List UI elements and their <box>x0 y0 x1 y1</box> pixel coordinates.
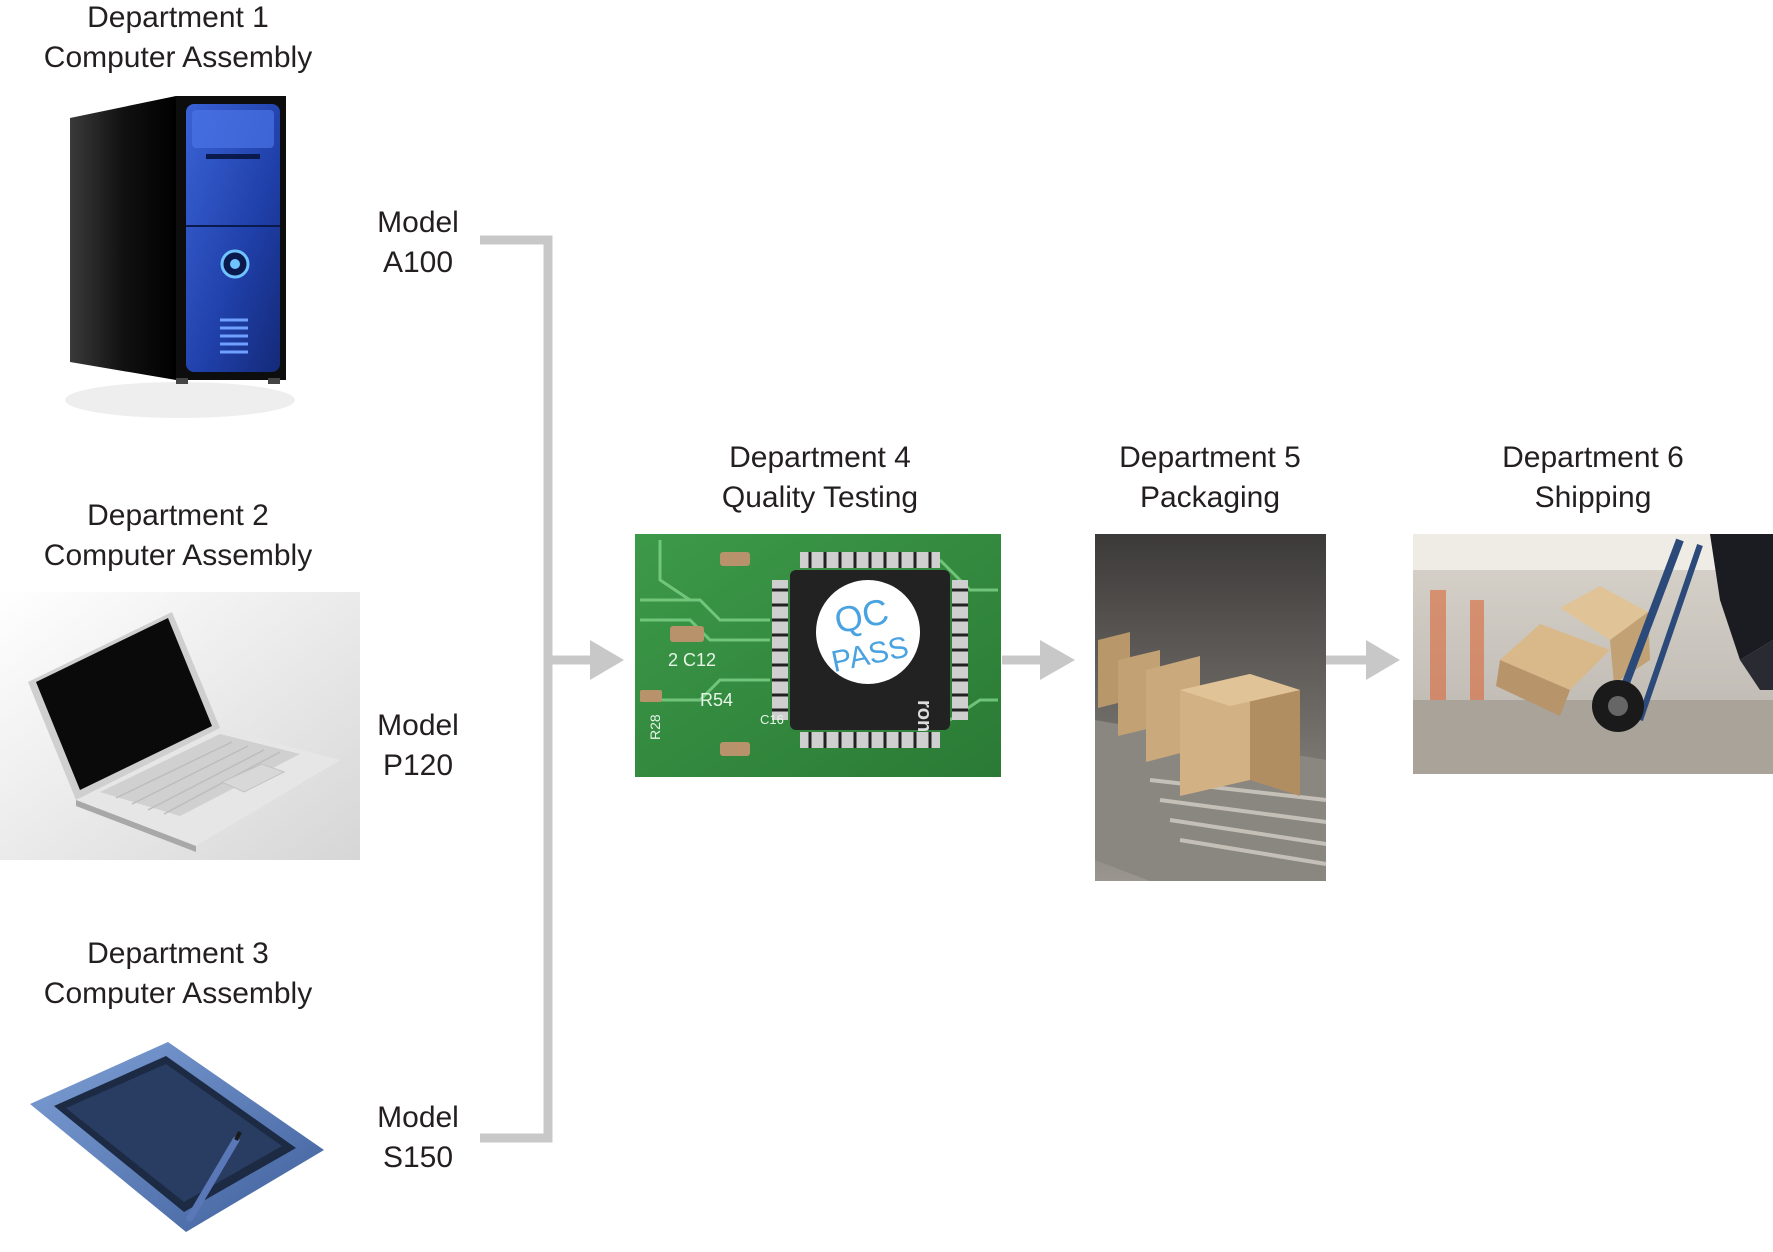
dept-1-label: Department 1 Computer Assembly <box>38 0 318 78</box>
arrow-to-shipping <box>1326 640 1400 680</box>
dept-5-title: Department 5 <box>1119 441 1301 474</box>
dept-6-label: Department 6 Shipping <box>1473 438 1713 518</box>
packaging-image <box>1095 534 1327 881</box>
desktop-tower-image <box>65 96 295 418</box>
board-label-c16: C16 <box>760 712 784 727</box>
model-a100-word: Model <box>377 206 459 239</box>
model-s150-code: S150 <box>382 1141 454 1174</box>
dept-5-subtitle: Packaging <box>1139 481 1281 514</box>
dept-2-subtitle: Computer Assembly <box>43 539 313 572</box>
tablet-image <box>30 1042 324 1232</box>
circuit-board-image: QC PASS 2 C12 R54 R28 C16 ron <box>635 534 1001 777</box>
board-label-r54: R54 <box>700 690 733 710</box>
dept-5-label: Department 5 Packaging <box>1090 438 1330 518</box>
dept-3-subtitle: Computer Assembly <box>43 977 313 1010</box>
cardboard-box <box>1098 632 1300 796</box>
shipping-image <box>1413 534 1773 774</box>
model-s150-word: Model <box>377 1101 459 1134</box>
model-p120-label: Model P120 <box>358 706 478 786</box>
dept-3-label: Department 3 Computer Assembly <box>38 934 318 1014</box>
arrow-to-quality-testing <box>590 640 624 680</box>
dept-1-subtitle: Computer Assembly <box>43 41 313 74</box>
arrow-to-packaging <box>1002 640 1075 680</box>
dept-4-label: Department 4 Quality Testing <box>700 438 940 518</box>
dept-4-subtitle: Quality Testing <box>721 481 919 514</box>
chip-marking: ron <box>913 700 935 732</box>
dept-2-title: Department 2 <box>87 499 269 532</box>
model-a100-label: Model A100 <box>358 203 478 283</box>
dept-3-title: Department 3 <box>87 937 269 970</box>
dept-6-title: Department 6 <box>1502 441 1684 474</box>
dept-6-subtitle: Shipping <box>1534 481 1652 514</box>
board-label-r28: R28 <box>647 714 663 740</box>
qc-pass-sticker <box>816 580 920 684</box>
board-label-c12: 2 C12 <box>668 650 716 670</box>
dept-1-title: Department 1 <box>87 1 269 34</box>
dept-4-title: Department 4 <box>729 441 911 474</box>
model-p120-code: P120 <box>382 749 454 782</box>
merge-bracket <box>480 235 595 1143</box>
model-s150-label: Model S150 <box>358 1098 478 1178</box>
dept-2-label: Department 2 Computer Assembly <box>38 496 318 576</box>
model-a100-code: A100 <box>382 246 454 279</box>
laptop-image <box>0 592 360 860</box>
model-p120-word: Model <box>377 709 459 742</box>
